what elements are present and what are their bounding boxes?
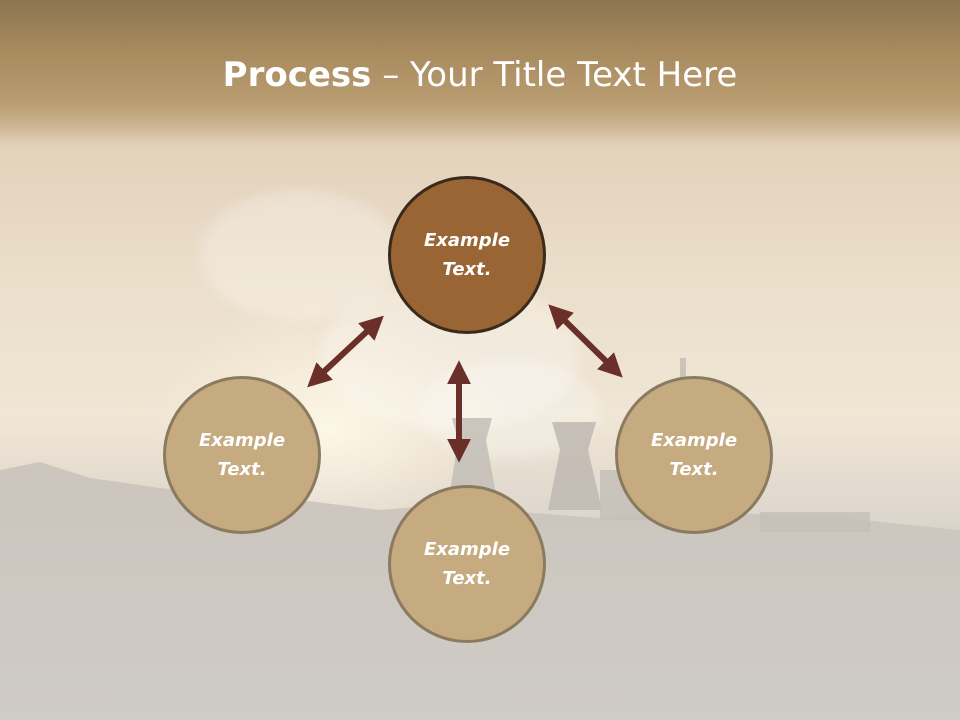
double-arrow-icon [548, 304, 623, 378]
title-dash: – [371, 55, 411, 95]
header-band [0, 0, 960, 145]
title-bold: Process [222, 55, 372, 95]
process-node-label: Example Text. [650, 430, 738, 480]
process-node-top: Example Text. [388, 176, 546, 334]
process-node-label: Example Text. [198, 430, 286, 480]
double-arrow-icon [307, 315, 384, 388]
process-node-label: Example Text. [423, 230, 511, 280]
plant-building [760, 512, 870, 532]
process-node-right: Example Text. [615, 376, 773, 534]
title-rest: Your Title Text Here [410, 55, 738, 95]
slide-title: Process – Your Title Text Here [0, 52, 960, 98]
cooling-tower [548, 422, 602, 510]
process-node-label: Example Text. [423, 539, 511, 589]
process-node-bottom: Example Text. [388, 485, 546, 643]
background-cloud [200, 190, 400, 320]
process-node-left: Example Text. [163, 376, 321, 534]
